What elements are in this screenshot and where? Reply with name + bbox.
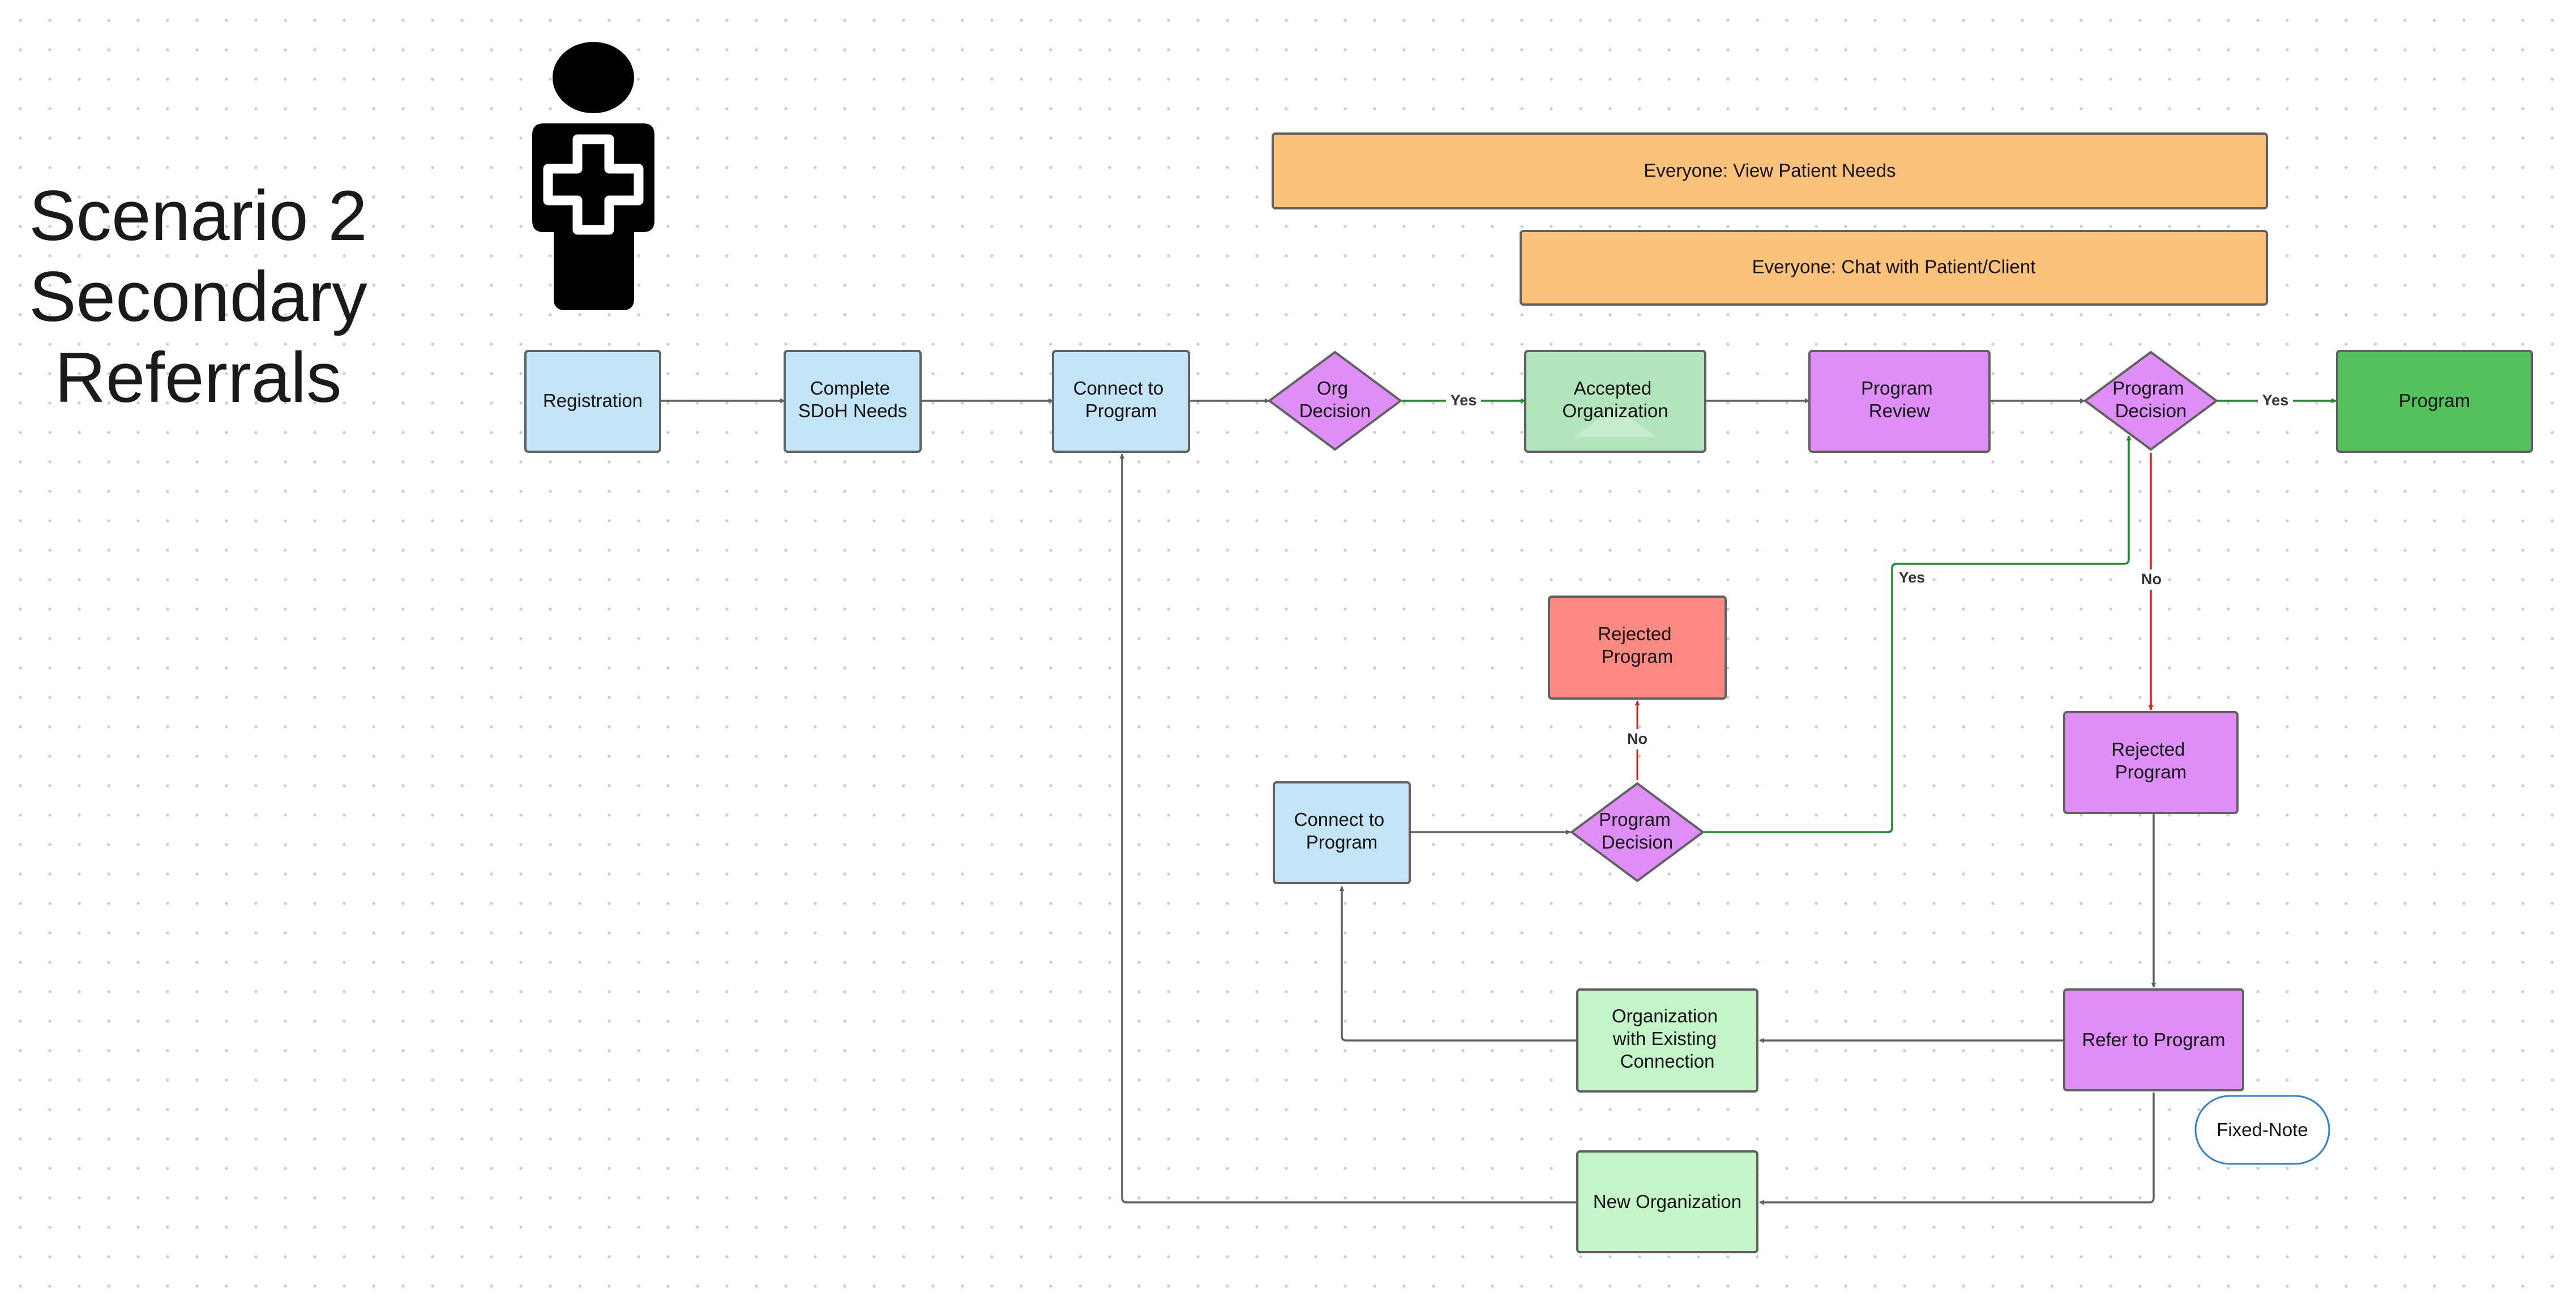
edge-label-program-no: No bbox=[2141, 571, 2162, 588]
patient-medical-icon bbox=[532, 42, 654, 310]
banner-chat-text: Everyone: Chat with Patient/Client bbox=[1752, 256, 2036, 277]
node-registration[interactable]: Registration bbox=[524, 350, 661, 453]
edge-label-mid-yes: Yes bbox=[1899, 569, 1925, 586]
node-refer-label: Refer to Program bbox=[2082, 1029, 2225, 1050]
node-rejected-program-red[interactable]: Rejected Program bbox=[1548, 596, 1727, 700]
node-accepted-org-label: Accepted Organization bbox=[1562, 378, 1668, 421]
node-registration-label: Registration bbox=[543, 390, 643, 411]
node-connect-to-program-mid[interactable]: Connect to Program bbox=[1273, 781, 1411, 884]
title-line-1: Scenario 2 bbox=[29, 177, 367, 255]
node-connect-top-label: Connect to Program bbox=[1073, 378, 1169, 421]
title-line-2: Secondary bbox=[29, 258, 367, 336]
node-program-final-label: Program bbox=[2399, 390, 2471, 411]
fixed-note-label: Fixed-Note bbox=[2216, 1119, 2308, 1140]
node-rejected-purple-label: Rejected Program bbox=[2111, 739, 2190, 782]
node-organization-existing-connection[interactable]: Organization with Existing Connection bbox=[1576, 988, 1758, 1093]
node-org-decision-label: Org Decision bbox=[1299, 378, 1371, 421]
node-connect-mid-label: Connect to Program bbox=[1294, 809, 1390, 853]
node-program-review-label: Program Review bbox=[1861, 378, 1938, 421]
node-complete-sdoh-needs[interactable]: Complete SDoH Needs bbox=[784, 350, 922, 453]
node-org-existing-label: Organization with Existing Connection bbox=[1612, 1005, 1723, 1072]
node-org-decision[interactable]: Org Decision bbox=[1268, 351, 1402, 451]
edge-refer-to-new-org bbox=[1759, 1093, 2155, 1205]
edge-label-mid-no: No bbox=[1627, 730, 1648, 747]
node-accepted-organization[interactable]: Accepted Organization bbox=[1524, 350, 1706, 453]
title-line-3: Referrals bbox=[54, 339, 342, 417]
node-program-review[interactable]: Program Review bbox=[1808, 350, 1991, 453]
diagram-title: Scenario 2 Secondary Referrals bbox=[11, 175, 385, 418]
edge-new-org-to-connect-top bbox=[1119, 453, 1577, 1204]
node-refer-to-program[interactable]: Refer to Program bbox=[2063, 988, 2244, 1091]
node-rejected-program-purple[interactable]: Rejected Program bbox=[2063, 711, 2239, 814]
edge-mid-decision-yes bbox=[1704, 435, 2132, 833]
node-program-decision-top[interactable]: Program Decision bbox=[2084, 351, 2218, 451]
edge-labels: Yes Yes No Yes No bbox=[1446, 391, 2293, 749]
edge-existing-org-to-connect bbox=[1339, 886, 1577, 1042]
connectors bbox=[660, 398, 2337, 1205]
node-program-decision-mid-label: Program Decision bbox=[1599, 809, 1676, 853]
node-program-decision-mid[interactable]: Program Decision bbox=[1571, 782, 1704, 882]
node-program-decision-top-label: Program Decision bbox=[2112, 378, 2189, 421]
node-new-org-label: New Organization bbox=[1593, 1191, 1741, 1212]
banner-chat-with-patient[interactable]: Everyone: Chat with Patient/Client bbox=[1520, 230, 2268, 306]
node-rejected-red-label: Rejected Program bbox=[1598, 623, 1676, 667]
node-new-organization[interactable]: New Organization bbox=[1576, 1150, 1758, 1253]
node-connect-to-program-top[interactable]: Connect to Program bbox=[1052, 350, 1190, 453]
node-program-final[interactable]: Program bbox=[2336, 350, 2533, 453]
node-complete-sdoh-label: Complete SDoH Needs bbox=[798, 378, 908, 421]
edge-label-org-yes: Yes bbox=[1450, 392, 1477, 409]
banner-view-patient-needs[interactable]: Everyone: View Patient Needs bbox=[1272, 132, 2268, 209]
edge-label-program-yes: Yes bbox=[2262, 392, 2289, 409]
fixed-note[interactable]: Fixed-Note bbox=[2194, 1095, 2330, 1165]
banner-view-needs-text: Everyone: View Patient Needs bbox=[1644, 160, 1895, 181]
